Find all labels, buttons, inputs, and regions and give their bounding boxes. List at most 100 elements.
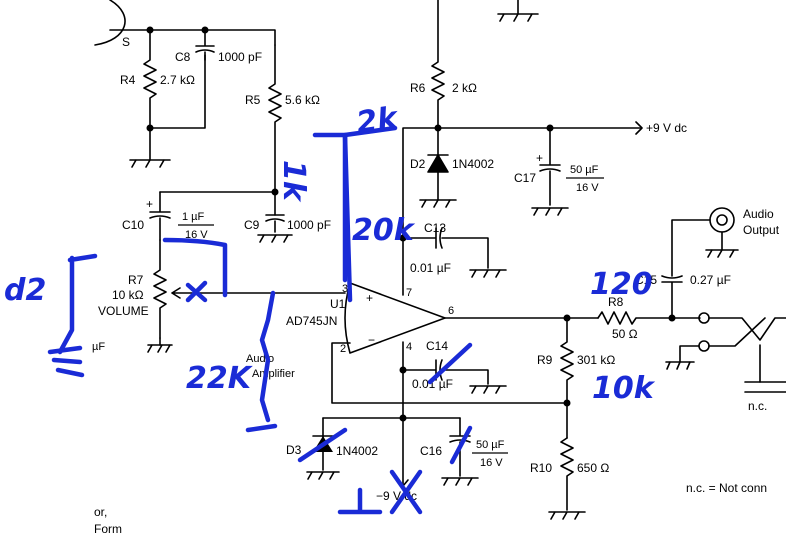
r10-value: 650 Ω xyxy=(577,461,609,475)
c10-label: C10 xyxy=(122,218,144,232)
handwritten-annotations: 2k 1k 20k d2 22K 120 10k xyxy=(4,100,656,515)
c9-capacitor xyxy=(265,214,285,233)
pin-6: 6 xyxy=(448,305,454,317)
source-lead xyxy=(109,29,276,46)
c15-capacitor xyxy=(661,219,711,319)
ink-note-10k: 10k xyxy=(592,371,656,406)
c13-label: C13 xyxy=(424,221,446,235)
c16-value-2: 16 V xyxy=(480,457,503,469)
ink-c14-slash xyxy=(427,342,473,385)
r5-label: R5 xyxy=(245,93,261,107)
d2-value: 1N4002 xyxy=(452,157,494,171)
fragment-or: or, xyxy=(94,505,107,519)
r8-value: 50 Ω xyxy=(612,327,638,341)
c9-value: 1000 pF xyxy=(287,218,331,232)
r10-label: R10 xyxy=(530,461,552,475)
d3-value: 1N4002 xyxy=(336,444,378,458)
audio-output-jack xyxy=(709,207,735,233)
u1-label: U1 xyxy=(330,297,346,311)
d3-label: D3 xyxy=(286,443,302,457)
ground-symbol xyxy=(129,159,171,168)
r5-value: 5.6 kΩ xyxy=(285,93,320,107)
ink-note-d2: d2 xyxy=(4,273,46,308)
c10-value-1: 1 µF xyxy=(182,211,205,223)
fragment-uf: µF xyxy=(92,341,105,353)
c8-capacitor xyxy=(195,29,215,61)
r9-resistor xyxy=(560,317,574,439)
pin-4: 4 xyxy=(406,341,412,353)
r9-value: 301 kΩ xyxy=(577,353,615,367)
r7-label: R7 xyxy=(128,273,144,287)
c17-value-1: 50 µF xyxy=(570,164,599,176)
audio-amplifier-label-2: Amplifier xyxy=(252,368,295,380)
c13-capacitor xyxy=(402,227,489,269)
ink-d3-slash xyxy=(297,427,348,463)
ink-c10-mark xyxy=(162,237,228,298)
r7-potentiometer xyxy=(153,239,167,339)
jack-contact xyxy=(698,340,710,352)
r9-label: R9 xyxy=(537,353,553,367)
ink-note-2k: 2k xyxy=(354,100,401,141)
ink-note-1k: 1k xyxy=(276,160,311,203)
r4-resistor xyxy=(143,29,157,161)
r7-value: 10 kΩ xyxy=(112,288,144,302)
fragment-form: Form xyxy=(94,522,122,536)
c8-value: 1000 pF xyxy=(218,50,262,64)
c14-label: C14 xyxy=(426,339,448,353)
c17-plus: + xyxy=(536,151,543,165)
ink-cross-supply xyxy=(389,469,423,515)
op-amp-plus: + xyxy=(366,291,373,305)
u1-part: AD745JN xyxy=(286,314,337,328)
r7-wiper xyxy=(171,287,346,299)
pin-3: 3 xyxy=(342,283,348,295)
op-amp-minus: − xyxy=(368,333,375,347)
r6-label: R6 xyxy=(410,81,426,95)
c10-capacitor xyxy=(149,191,171,241)
r8-label: R8 xyxy=(608,295,624,309)
ink-wire-left xyxy=(57,253,98,355)
c17-label: C17 xyxy=(514,171,536,185)
ink-ground-sketch xyxy=(337,487,383,515)
nc-note: n.c. = Not conn xyxy=(686,481,767,495)
c16-label: C16 xyxy=(420,444,442,458)
source-arc xyxy=(94,0,126,46)
r5-resistor xyxy=(268,44,282,193)
r4-label: R4 xyxy=(120,73,136,87)
pin-7: 7 xyxy=(406,287,412,299)
c16-value-1: 50 µF xyxy=(476,439,505,451)
c15-label: C15 xyxy=(635,273,657,287)
ground-symbol xyxy=(257,234,293,243)
volume-label: VOLUME xyxy=(98,304,149,318)
c17-value-2: 16 V xyxy=(576,182,599,194)
ink-c16-slash xyxy=(449,425,473,465)
ink-note-120: 120 xyxy=(590,267,653,302)
r8-resistor xyxy=(597,311,701,325)
c9-label: C9 xyxy=(244,218,260,232)
c16-capacitor xyxy=(449,417,471,477)
c10-plus: + xyxy=(146,197,153,211)
r4-value: 2.7 kΩ xyxy=(160,73,195,87)
c14-value: 0.01 µF xyxy=(412,377,453,391)
c17-capacitor xyxy=(539,127,561,206)
ink-note-22k: 22K xyxy=(186,361,254,396)
source-label: S xyxy=(122,35,130,49)
ink-resistor-sketch xyxy=(259,290,276,423)
ink-ground-sketch xyxy=(47,345,85,378)
audio-output-label-1: Audio xyxy=(743,207,774,221)
ink-cross-r7 xyxy=(185,280,208,303)
ink-ground-sketch xyxy=(245,423,278,433)
d2-label: D2 xyxy=(410,157,426,171)
r6-value: 2 kΩ xyxy=(452,81,477,95)
r6-resistor xyxy=(431,0,445,129)
audio-output-label-2: Output xyxy=(743,223,780,237)
c15-value: 0.27 µF xyxy=(690,273,731,287)
r10-resistor xyxy=(560,437,574,511)
c14-capacitor xyxy=(402,359,489,385)
c10-value-2: 16 V xyxy=(185,229,208,241)
supply-positive-label: +9 V dc xyxy=(646,121,687,135)
c8-label: C8 xyxy=(175,50,191,64)
ink-wire-feedback xyxy=(312,125,398,283)
pin-2: 2 xyxy=(340,343,346,355)
nc-label: n.c. xyxy=(748,399,767,413)
